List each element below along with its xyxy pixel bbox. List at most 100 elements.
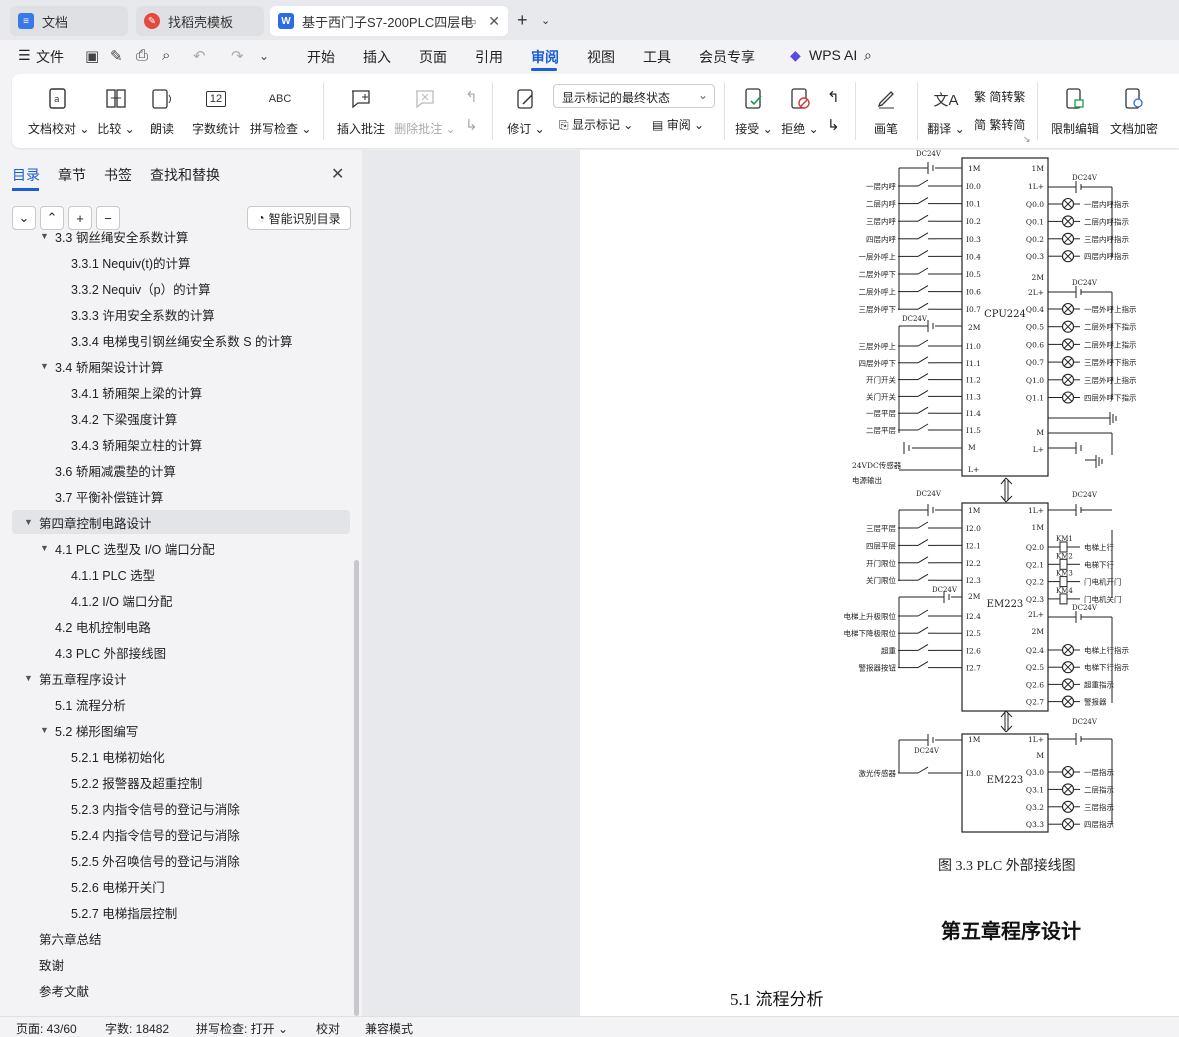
toc-item[interactable]: ▼第五章程序设计 (0, 666, 350, 690)
quick-access-more-icon[interactable]: ⌄ (259, 49, 270, 63)
toc-item[interactable]: ▼5.2 梯形图编写 (0, 718, 350, 742)
toc-item[interactable]: 5.2.3 内指令信号的登记与消除 (0, 796, 350, 820)
format-painter-icon[interactable]: ✎ (110, 48, 123, 65)
page-indicator[interactable]: 页面: 43/60 (16, 1022, 77, 1036)
redo-icon[interactable]: ↷ (231, 48, 244, 65)
nav-tab-toc[interactable]: 目录 (12, 167, 40, 183)
toc-item[interactable]: 3.4.2 下梁强度计算 (0, 406, 350, 430)
menu-file[interactable]: 文件 (36, 49, 64, 65)
toc-item[interactable]: 4.1.1 PLC 选型 (0, 562, 350, 586)
expand-down-icon[interactable]: ⌄ (12, 206, 36, 230)
toc-item[interactable]: 5.2.7 电梯指层控制 (0, 900, 350, 924)
toc-item[interactable]: 5.1 流程分析 (0, 692, 350, 716)
reject-button[interactable]: 拒绝 ⌄ (774, 84, 826, 137)
toc-item[interactable]: 5.2.6 电梯开关门 (0, 874, 350, 898)
toc-item[interactable]: 3.7 平衡补偿链计算 (0, 484, 350, 508)
menu-references[interactable]: 引用 (475, 49, 503, 65)
toc-item[interactable]: 3.3.4 电梯曳引钢丝绳安全系数 S 的计算 (0, 328, 350, 352)
pen-button[interactable]: 画笔 (858, 84, 914, 137)
toc-item[interactable]: 3.3.3 许用安全系数的计算 (0, 302, 350, 326)
toc-item[interactable]: 3.4.1 轿厢架上梁的计算 (0, 380, 350, 404)
hamburger-icon[interactable]: ☰ (18, 47, 31, 63)
smart-toc-button[interactable]: ◔ 智能识别目录 (247, 206, 351, 230)
menu-tools[interactable]: 工具 (643, 49, 671, 65)
chevron-down-icon[interactable]: ⌄ (541, 15, 551, 27)
traditional-to-simplified-button[interactable]: 简 繁转简 (974, 118, 1026, 132)
toc-item[interactable]: 5.2.1 电梯初始化 (0, 744, 350, 768)
toc-item[interactable]: 4.1.2 I/O 端口分配 (0, 588, 350, 612)
restrict-editing-button[interactable]: 限制编辑 (1044, 84, 1106, 137)
word-count-status[interactable]: 字数: 18482 (105, 1022, 170, 1036)
read-aloud-button[interactable]: 朗读 (134, 84, 190, 137)
toc-item[interactable]: 4.2 电机控制电路 (0, 614, 350, 638)
insert-comment-button[interactable]: 插入批注 (330, 84, 392, 137)
toc-item[interactable]: 致谢 (0, 952, 350, 976)
collapse-up-icon[interactable]: ⌃ (40, 206, 64, 230)
expand-caret-icon[interactable]: ▼ (24, 517, 33, 527)
toc-item[interactable]: 5.2.5 外召唤信号的登记与消除 (0, 848, 350, 872)
proof-status[interactable]: 校对 (316, 1022, 341, 1036)
previous-comment-icon[interactable]: ↰ (465, 89, 478, 106)
menu-review[interactable]: 审阅 (531, 49, 559, 65)
simplified-to-traditional-button[interactable]: 繁 简转繁 (974, 90, 1026, 104)
next-change-icon[interactable]: ↳ (827, 117, 840, 134)
compare-button[interactable]: 比较 ⌄ (88, 84, 144, 137)
tab-docer-templates[interactable]: ✎ 找稻壳模板 (136, 6, 264, 36)
toc-item[interactable]: 3.6 轿厢减震垫的计算 (0, 458, 350, 482)
accept-button[interactable]: 接受 ⌄ (728, 84, 780, 137)
toc-item[interactable]: 3.3.1 Nequiv(t)的计算 (0, 250, 350, 274)
spell-check-status[interactable]: 拼写检查: 打开 ⌄ (196, 1022, 289, 1036)
menu-page[interactable]: 页面 (419, 49, 447, 65)
toc-item[interactable]: 参考文献 (0, 978, 350, 1002)
translate-button[interactable]: 文A 翻译 ⌄ (918, 84, 974, 137)
toc-item[interactable]: ▼第四章控制电路设计 (12, 510, 350, 534)
expand-caret-icon[interactable]: ▼ (40, 231, 49, 241)
show-markup-button[interactable]: ⎘ 显示标记 ⌄ (559, 118, 634, 132)
search-icon[interactable]: ⌕ (864, 47, 872, 63)
expand-caret-icon[interactable]: ▼ (40, 543, 49, 553)
toc-item[interactable]: 3.3.2 Nequiv（p）的计算 (0, 276, 350, 300)
expand-caret-icon[interactable]: ▼ (40, 725, 49, 735)
tab-documents[interactable]: ≡ 文档 (10, 6, 128, 36)
toc-item[interactable]: 5.2.2 报警器及超重控制 (0, 770, 350, 794)
menu-start[interactable]: 开始 (307, 49, 335, 65)
window-icon[interactable]: ▭ (466, 15, 477, 28)
word-count-button[interactable]: 12 字数统计 (186, 84, 246, 137)
close-icon[interactable]: ✕ (331, 166, 345, 183)
nav-tab-find-replace[interactable]: 查找和替换 (150, 167, 220, 183)
save-icon[interactable]: ▣ (85, 48, 100, 65)
toc-item[interactable]: 第六章总结 (0, 926, 350, 950)
nav-tab-chapters[interactable]: 章节 (58, 167, 86, 183)
close-tab-icon[interactable]: ✕ (488, 12, 500, 29)
spell-check-button[interactable]: ABC 拼写检查 ⌄ (250, 84, 311, 137)
print-preview-icon[interactable]: ⌕ (162, 47, 171, 64)
proofread-button[interactable]: a 文档校对 ⌄ (28, 84, 89, 137)
tab-current-document[interactable]: W 基于西门子S7-200PLC四层电 ▭ ✕ (270, 6, 508, 36)
menu-insert[interactable]: 插入 (363, 49, 391, 65)
markup-mode-select[interactable]: 显示标记的最终状态 ⌄ (553, 84, 715, 108)
toc-item[interactable]: ▼3.4 轿厢架设计计算 (0, 354, 350, 378)
new-tab-icon[interactable]: + (517, 10, 528, 30)
menu-membership[interactable]: 会员专享 (699, 49, 755, 65)
nav-tab-bookmarks[interactable]: 书签 (104, 167, 132, 183)
print-icon[interactable]: ⎙ (136, 47, 149, 64)
toc-scrollbar[interactable] (354, 560, 359, 1016)
remove-heading-icon[interactable]: − (96, 206, 120, 230)
encrypt-document-button[interactable]: 文档加密 (1104, 84, 1164, 137)
menu-wps-ai[interactable]: WPS AI (809, 47, 858, 63)
toc-item[interactable]: 3.4.3 轿厢架立柱的计算 (0, 432, 350, 456)
expand-caret-icon[interactable]: ▼ (24, 673, 33, 683)
toc-item[interactable]: 4.3 PLC 外部接线图 (0, 640, 350, 664)
expand-caret-icon[interactable]: ▼ (40, 361, 49, 371)
undo-icon[interactable]: ↶ (193, 48, 206, 65)
toc-item[interactable]: 5.2.4 内指令信号的登记与消除 (0, 822, 350, 846)
next-comment-icon[interactable]: ↳ (465, 117, 478, 134)
review-pane-button[interactable]: ▤ 审阅 ⌄ (652, 118, 705, 132)
expand-dialog-icon[interactable]: ↘ (1023, 134, 1031, 144)
add-heading-icon[interactable]: + (68, 206, 92, 230)
toc-item[interactable]: ▼4.1 PLC 选型及 I/O 端口分配 (0, 536, 350, 560)
menu-view[interactable]: 视图 (587, 49, 615, 65)
delete-comment-button[interactable]: 删除批注 ⌄ (394, 84, 456, 137)
track-changes-button[interactable]: 修订 ⌄ (498, 84, 554, 137)
toc-item[interactable]: ▼3.3 钢丝绳安全系数计算 (0, 224, 350, 248)
